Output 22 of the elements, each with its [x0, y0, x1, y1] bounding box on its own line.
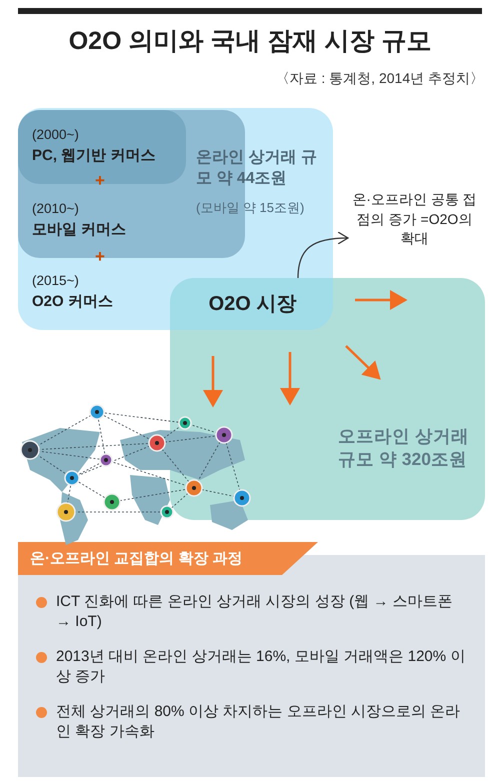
bullet-text: ICT 진화에 따른 온라인 상거래 시장의 성장 (웹 → 스마트폰 → IoT) [56, 592, 454, 631]
market-size-note: (모바일 약 15조원) [196, 200, 306, 217]
section-heading: 온·오프라인 교집합의 확장 과정 [18, 542, 318, 575]
commerce-type-text: O2O 커머스 [32, 292, 114, 312]
title: O2O 의미와 국내 잠재 시장 규모 [68, 26, 432, 57]
annotation-text: 온·오프라인 공통 접점의 증가 =O2O의 확대 [352, 190, 477, 252]
period-text: (2000~) [32, 126, 80, 144]
period-text: (2010~) [32, 200, 80, 218]
offline-market-region [170, 278, 485, 520]
plus-sign: + [95, 171, 105, 191]
bullet-text: 전체 상거래의 80% 이상 차지하는 오프라인 시장으로의 온라인 확장 가속화 [56, 702, 462, 741]
market-label: O2O 시장 [190, 290, 315, 318]
plus-sign: + [95, 247, 105, 267]
curved-arrow [297, 232, 349, 278]
market-size-text: 오프라인 상거래 규모 약 320조원 [338, 425, 470, 470]
commerce-type-text: PC, 웹기반 커머스 [32, 146, 156, 166]
bullet-text: 2013년 대비 온라인 상거래는 16%, 모바일 거래액은 120% 이상 증가 [56, 647, 466, 686]
market-size-text: 온라인 상거래 규모 약 44조원 [196, 148, 318, 189]
commerce-type-text: 모바일 커머스 [32, 220, 128, 240]
source-note: 〈자료 : 통계청, 2014년 추정치〉 [276, 70, 484, 88]
period-text: (2015~) [32, 272, 80, 290]
pc-commerce-region [18, 110, 186, 184]
